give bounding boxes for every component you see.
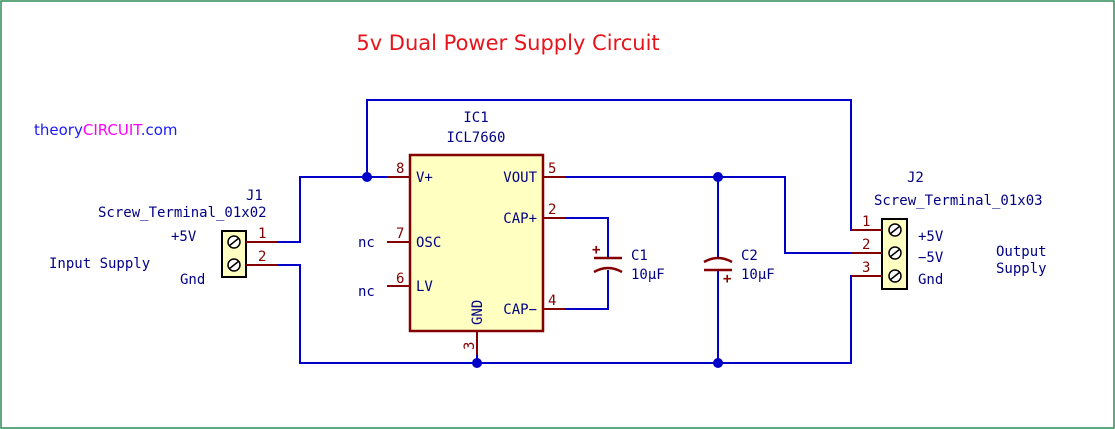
j1-label-plus5v: +5V [171,229,197,245]
j1-screw-2-slot [228,260,240,270]
j1-screw-1-slot [228,237,240,247]
input-supply-caption: Input Supply [49,256,150,272]
j2-screws [888,223,902,283]
ic1-ref: IC1 [463,110,488,126]
wires [278,99,875,364]
diagram-title: 5v Dual Power Supply Circuit [356,31,659,55]
j2-value: Screw_Terminal_01x03 [874,193,1043,209]
ic1-pins [387,176,566,355]
wire-j1-to-vplus [278,176,410,243]
j2-screw-1-slot [889,225,901,235]
brand-suffix: .com [141,121,178,139]
ic1-value: ICL7660 [446,130,505,146]
j2-pin-number-3: 3 [862,260,870,276]
ic1-pin-number-7: 7 [396,226,404,242]
brand-logo: theoryCIRCUIT.com [34,121,178,139]
brand-prefix: theory [34,121,83,139]
j1-screws [227,235,241,272]
junction-c2-gnd [713,358,723,368]
j1-pin-number-2: 2 [258,249,266,265]
junction-vout [713,172,723,182]
j1-ref: J1 [246,188,263,204]
c1-value: 10µF [631,267,665,283]
ic1-pin-name-vplus: V+ [416,170,433,186]
wire-capplus-to-c1 [566,217,609,258]
j1-pin-number-1: 1 [258,226,266,242]
j1-label-gnd: Gnd [180,272,205,288]
c1-plate-bottom [593,266,623,274]
j2-pin-number-2: 2 [862,237,870,253]
c2-plate-top [703,256,733,264]
j2-pins [851,229,882,277]
ic1-pin-name-lv: LV [416,279,433,295]
j2-screw-3-slot [889,271,901,281]
ic1-component: IC1 ICL7660 8 7 6 5 2 4 3 V+ OSC LV VOUT… [358,110,566,355]
wire-vout-to-j2-pin2 [543,176,875,254]
ic1-pin-name-osc: OSC [416,235,441,251]
j1-pins [246,241,278,266]
c1-polarity-symbol: + [592,242,600,258]
ic1-pin-name-capplus: CAP+ [503,211,537,227]
ic1-pin-number-2: 2 [548,202,556,218]
c2-component: + C2 10µF [703,248,775,287]
c1-component: + C1 10µF [592,242,665,283]
ic1-pin-number-6: 6 [396,271,404,287]
ic1-pin-number-4: 4 [548,293,556,309]
ic1-pin-number-3: 3 [462,342,478,350]
ic1-pin-name-vout: VOUT [503,170,537,186]
j2-label-plus5v: +5V [918,229,944,245]
j2-label-gnd: Gnd [918,272,943,288]
nc-label-osc: nc [358,235,375,251]
ic1-pin-number-8: 8 [396,161,404,177]
wire-ground-bus [278,264,875,364]
j1-component: 1 2 J1 Screw_Terminal_01x02 +5V Gnd Inpu… [49,188,278,288]
j2-screw-2-slot [889,248,901,258]
junction-ic-gnd [472,358,482,368]
c1-ref: C1 [631,248,648,264]
j2-component: 1 2 3 J2 Screw_Terminal_01x03 +5V −5V Gn… [851,170,1047,290]
nc-label-lv: nc [358,284,375,300]
junction-vplus [362,172,372,182]
c2-value: 10µF [741,267,775,283]
wire-capminus-to-c1 [566,270,609,310]
ic1-pin-name-gnd: GND [470,300,486,325]
j2-pin-number-1: 1 [862,214,870,230]
junctions [362,172,723,368]
ic1-pin-name-capminus: CAP− [503,302,537,318]
j2-ref: J2 [907,170,924,186]
brand-highlight: CIRCUIT [83,121,143,139]
c2-polarity-symbol: + [723,271,731,287]
j2-label-minus5v: −5V [918,250,944,266]
output-supply-caption-line2: Supply [996,261,1047,277]
ic1-pin-number-5: 5 [548,161,556,177]
output-supply-caption-line1: Output [996,244,1047,260]
c2-ref: C2 [741,248,758,264]
j1-value: Screw_Terminal_01x02 [98,205,267,221]
ic1-body [408,153,545,333]
